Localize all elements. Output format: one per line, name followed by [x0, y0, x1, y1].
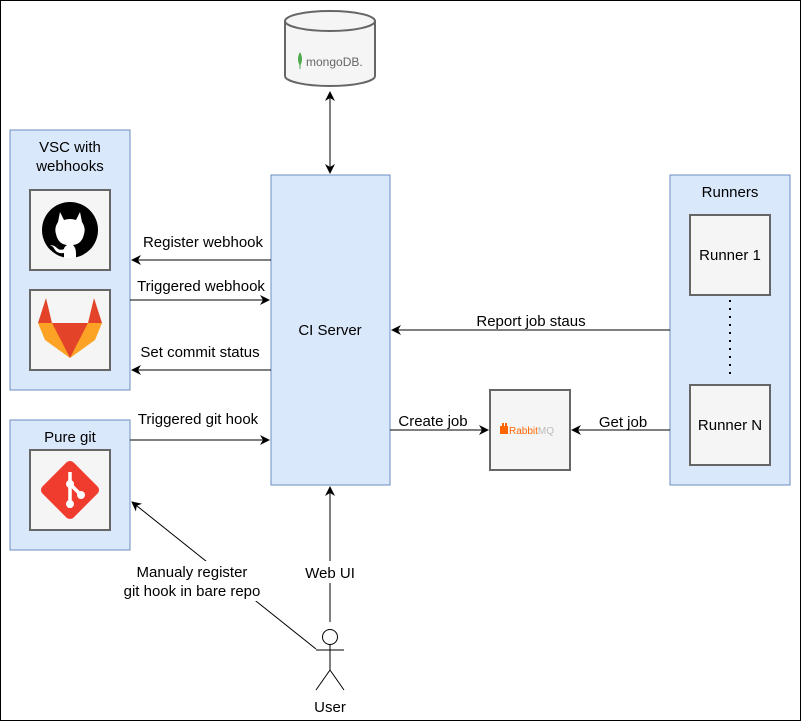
- manual-register-label-line2: git hook in bare repo: [124, 583, 261, 600]
- user-head-icon: [322, 629, 338, 645]
- get-job-label: Get job: [599, 414, 647, 431]
- triggered-webhook-label: Triggered webhook: [137, 278, 265, 295]
- runner-n-box: [689, 384, 771, 466]
- mongodb-label: mongoDB.: [306, 55, 363, 69]
- register-webhook-label: Register webhook: [143, 234, 264, 251]
- web-ui-edge: Web UI: [302, 486, 358, 622]
- rabbitmq-icon: [500, 423, 508, 434]
- register-webhook-edge: Register webhook: [131, 234, 271, 265]
- mongodb-leaf-icon: [298, 52, 302, 66]
- git-icon: [40, 460, 100, 520]
- rabbitmq-label-rabbit: Rabbit: [509, 426, 538, 437]
- manual-register-label-line1: Manualy register: [137, 564, 248, 581]
- runner-n-label: Runner N: [698, 417, 762, 434]
- web-ui-label: Web UI: [305, 565, 355, 582]
- triggered-webhook-edge: Triggered webhook: [130, 278, 270, 305]
- get-job-edge: Get job: [571, 414, 670, 435]
- github-icon: [42, 202, 98, 258]
- vsc-group: VSC with webhooks: [9, 129, 131, 391]
- svg-text:RabbitMQ: RabbitMQ: [509, 426, 554, 437]
- runners-group: Runners Runner 1 Runner N: [669, 174, 791, 486]
- create-job-edge: Create job: [390, 413, 489, 435]
- runner-1-label: Runner 1: [699, 247, 761, 264]
- create-job-label: Create job: [398, 413, 467, 430]
- rabbitmq-label-mq: MQ: [538, 426, 554, 437]
- vsc-group-title-line2: webhooks: [35, 158, 104, 175]
- vsc-group-title-line1: VSC with: [39, 139, 101, 156]
- mongodb-database: mongoDB.: [284, 10, 376, 87]
- triggered-git-hook-edge: Triggered git hook: [130, 411, 270, 445]
- runners-title: Runners: [702, 184, 759, 201]
- ci-server-box: CI Server: [270, 174, 391, 486]
- triggered-git-hook-label: Triggered git hook: [138, 411, 259, 428]
- rabbitmq-queue: RabbitMQ: [489, 389, 571, 471]
- user-label: User: [314, 699, 346, 716]
- runner-1-box: [689, 214, 771, 296]
- pure-git-title: Pure git: [44, 429, 97, 446]
- user-actor: User: [314, 629, 346, 716]
- manual-register-edge: Manualy register git hook in bare repo: [112, 501, 317, 650]
- set-commit-status-edge: Set commit status: [131, 344, 271, 375]
- report-job-status-label: Report job staus: [476, 313, 585, 330]
- ci-server-label: CI Server: [298, 322, 361, 339]
- set-commit-status-label: Set commit status: [140, 344, 259, 361]
- report-job-status-edge: Report job staus: [391, 313, 670, 335]
- gitlab-icon: [38, 298, 102, 358]
- pure-git-group: Pure git: [9, 419, 131, 551]
